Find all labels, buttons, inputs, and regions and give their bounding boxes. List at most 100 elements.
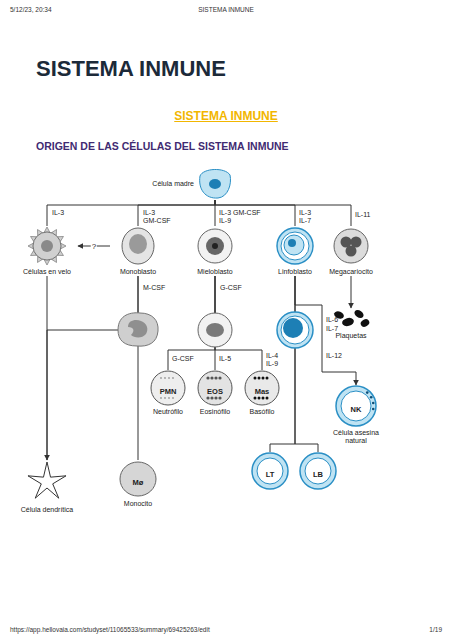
cell-icon — [151, 371, 185, 405]
cell-nucleus — [283, 318, 303, 338]
cell-veil — [61, 243, 66, 249]
promonocyte-cell — [118, 313, 158, 346]
cell-label: Neutrófilo — [146, 408, 190, 416]
cell-veil — [28, 243, 33, 249]
connector-line — [215, 200, 351, 226]
header-date: 5/12/23, 20:34 — [10, 6, 52, 14]
cell-veil — [44, 260, 50, 265]
cell-granule — [210, 376, 213, 379]
cell-label: Mieloblasto — [187, 268, 243, 276]
growth-factor: IL-6 — [326, 316, 338, 324]
cell-label: Monocito — [110, 500, 166, 508]
cell-ring — [257, 458, 283, 484]
cell-icon — [122, 228, 154, 264]
stem-cell: Célula madre — [140, 168, 232, 200]
growth-factor: G-CSF — [172, 355, 194, 363]
cell-label: Megacariocito — [321, 268, 381, 276]
cell-body — [336, 386, 376, 426]
cell-ring — [341, 391, 371, 421]
cell-granule — [214, 376, 217, 379]
cell-nucleolus — [212, 243, 218, 249]
growth-factor: IL-3 GM-CSF — [219, 209, 261, 217]
cell-icon — [198, 229, 232, 263]
cell-granule — [266, 377, 269, 380]
cell-icon — [333, 308, 371, 328]
basophil-cell: MasBasófilo — [240, 370, 284, 416]
cell-body — [28, 462, 66, 498]
veiled-cell: Células en velo — [16, 226, 78, 276]
cell-body — [200, 169, 231, 198]
cell-granule — [372, 408, 375, 411]
growth-factor: IL-12 — [326, 352, 342, 360]
growth-factor: IL-9 — [219, 217, 231, 225]
cell-granule — [206, 376, 209, 379]
nk-cell: NKCélula asesina natural — [325, 385, 387, 445]
footer-url: https://app.hellovaia.com/studyset/11065… — [10, 626, 210, 634]
platelet — [359, 318, 370, 329]
cell-nucleus — [129, 234, 147, 254]
cell-granule — [262, 377, 265, 380]
cell-body — [300, 453, 336, 489]
cell-abbreviation: PMN — [159, 387, 178, 396]
platelet — [353, 308, 365, 319]
cell-nucleus — [209, 179, 221, 189]
cell-label: Célula dendrítica — [16, 506, 78, 514]
cell-granule — [366, 391, 369, 394]
cell-icon — [245, 371, 279, 405]
cell-granule — [218, 376, 221, 379]
cell-abbreviation: EOS — [206, 387, 224, 396]
cell-body — [245, 371, 279, 405]
cell-drawing — [16, 460, 78, 504]
cell-abbreviation-holder: EOS — [193, 384, 237, 396]
cell-drawing — [187, 226, 243, 266]
section-title: SISTEMA INMUNE — [174, 109, 278, 123]
growth-factor: IL-7 — [299, 217, 311, 225]
dendritic-cell: Célula dendrítica — [16, 460, 78, 514]
section-heading: ORIGEN DE LAS CÉLULAS DEL SISTEMA INMUNE — [36, 140, 289, 153]
cell-granule — [218, 396, 221, 399]
cell-nucleus-lobe — [346, 246, 357, 257]
cell-label: Eosinófilo — [193, 408, 237, 416]
cell-granule — [254, 377, 257, 380]
myeloblast-cell: Mieloblasto — [187, 226, 243, 276]
cell-body — [122, 228, 154, 264]
cell-granule — [168, 397, 170, 399]
cell-label: Célula madre — [152, 180, 194, 188]
connector-line — [47, 200, 215, 226]
growth-factor: IL-9 — [266, 360, 278, 368]
connector-line — [138, 276, 139, 460]
cell-body — [198, 313, 232, 347]
growth-factor: IL-11 — [355, 211, 370, 219]
cell-abbreviation-holder: NK — [325, 402, 387, 414]
cell-label: Basófilo — [240, 408, 284, 416]
cell-granule — [206, 396, 209, 399]
platelet — [341, 317, 355, 328]
cell-nucleus — [206, 323, 224, 337]
cell-icon — [198, 371, 232, 405]
cell-ring — [281, 232, 309, 260]
cell-label: Monoblasto — [110, 268, 166, 276]
growth-factor: IL-3 — [299, 209, 311, 217]
cell-body — [277, 312, 313, 348]
cell-granule — [172, 377, 174, 379]
myelocyte-cell — [198, 313, 232, 347]
growth-factor: M-CSF — [143, 284, 165, 292]
cell-granule — [262, 397, 265, 400]
cell-body — [334, 229, 368, 263]
megakaryocyte-cell: Megacariocito — [321, 226, 381, 276]
header-title: SISTEMA INMUNE — [198, 6, 254, 14]
eosinophil-cell: EOS Eosinófilo — [193, 370, 237, 416]
cell-granule — [258, 377, 261, 380]
monoblast-cell: Monoblasto — [110, 226, 166, 276]
cell-body — [118, 313, 158, 346]
cell-granule — [164, 397, 166, 399]
cell-abbreviation-holder: LB — [298, 467, 338, 479]
cell-granule — [372, 402, 375, 405]
cell-granule — [258, 397, 261, 400]
cell-body — [277, 228, 313, 264]
cell-abbreviation-holder: Mø — [110, 475, 166, 487]
cell-body — [198, 229, 232, 263]
cell-body — [120, 462, 156, 496]
